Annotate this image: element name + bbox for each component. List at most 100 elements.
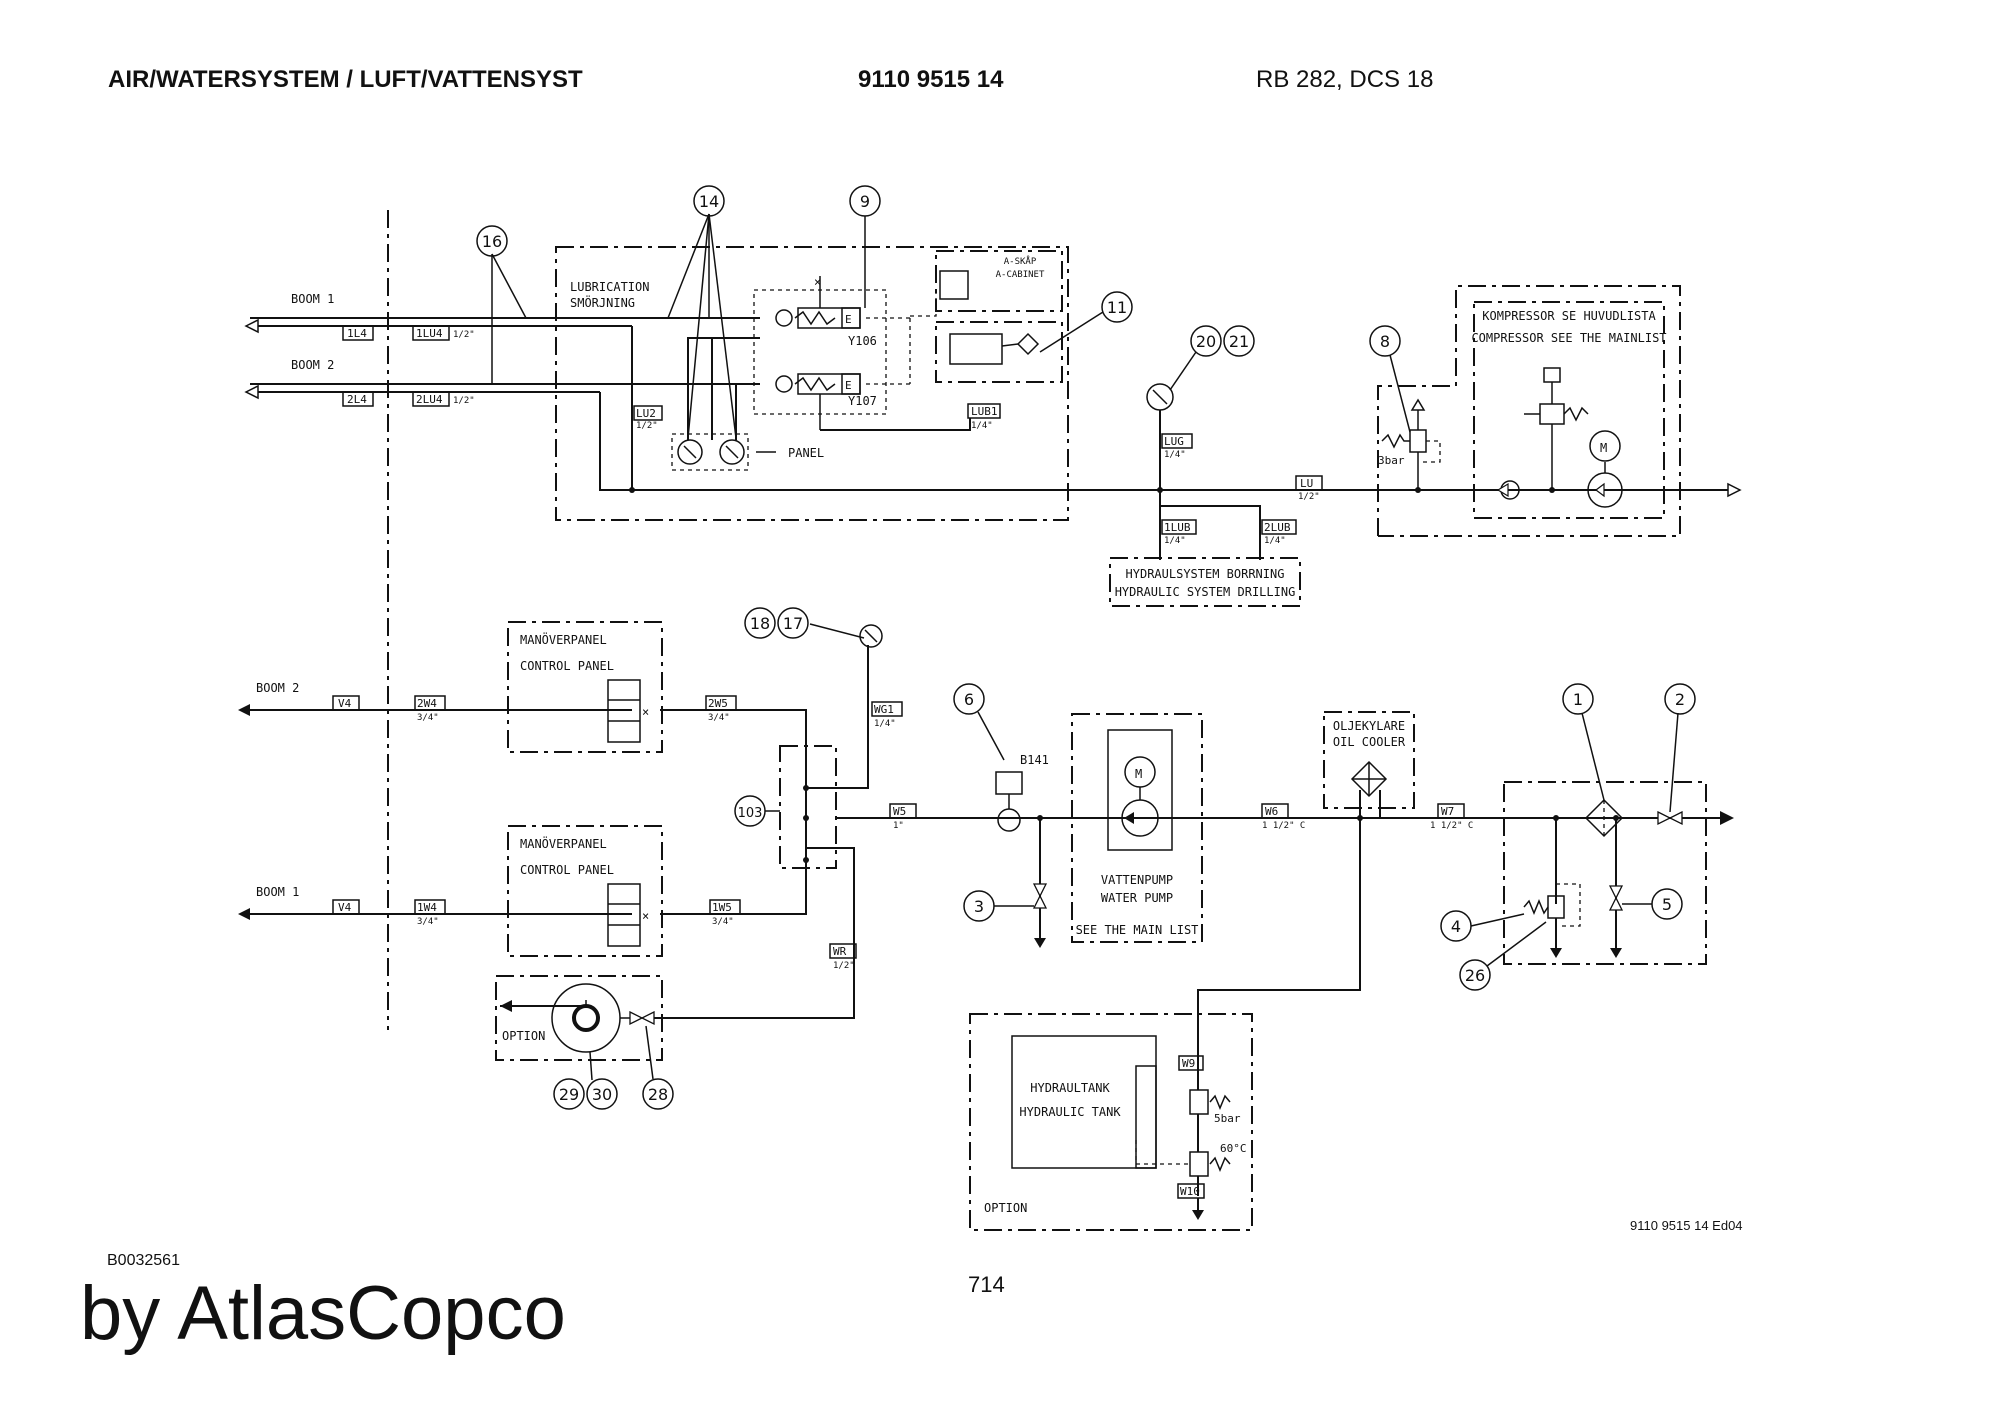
tag-2l4: 2L4 [347, 393, 367, 406]
manifold-103 [779, 745, 837, 869]
y107-label: Y107 [848, 394, 877, 408]
tag-1w5: 1W5 [712, 901, 732, 914]
compressor-outer-box [1377, 285, 1681, 537]
tag-lug: LUG [1164, 435, 1184, 448]
a-cabinet-box [935, 250, 1063, 312]
option-box-hydraulic [969, 1013, 1253, 1231]
svg-text:1/4": 1/4" [1164, 450, 1186, 460]
callout-11: 11 [1107, 298, 1127, 317]
svg-text:A-SKÅP: A-SKÅP [1004, 255, 1037, 267]
valve-y107: E [775, 373, 861, 395]
pressure-switch-icon [939, 270, 969, 300]
svg-text:3/4": 3/4" [417, 917, 439, 927]
callout-14: 14 [699, 192, 719, 211]
thermostat-valve-60c [1189, 1151, 1209, 1177]
svg-text:HYDRAULIC TANK: HYDRAULIC TANK [1019, 1105, 1121, 1119]
svg-text:KOMPRESSOR SE HUVUDLISTA: KOMPRESSOR SE HUVUDLISTA [1482, 309, 1656, 323]
arrow-left-icon [238, 908, 250, 920]
arrow-left-icon [238, 704, 250, 716]
page-title: AIR/WATERSYSTEM / LUFT/VATTENSYST [108, 66, 583, 93]
relief-valve-3bar [1381, 398, 1441, 463]
svg-text:SEE THE MAIN LIST: SEE THE MAIN LIST [1076, 923, 1199, 937]
tag-w6: W6 [1265, 805, 1278, 818]
drain-valve-icon [1032, 894, 1048, 909]
svg-text:×: × [642, 705, 649, 719]
hydraulic-drilling-box [1109, 557, 1301, 607]
tag-lub1: LUB1 [971, 405, 998, 418]
part-number: 9110 9515 14 [858, 66, 1004, 93]
svg-text:1/4": 1/4" [971, 421, 993, 431]
tag-lu2: LU2 [636, 407, 656, 420]
nozzle-icon [551, 983, 621, 1053]
filter-valve-box [1503, 781, 1707, 965]
svg-text:1/2": 1/2" [833, 961, 855, 971]
svg-text:HYDRAULSYSTEM BORRNING: HYDRAULSYSTEM BORRNING [1126, 567, 1285, 581]
svg-text:V4: V4 [338, 901, 352, 914]
callout-4: 4 [1451, 917, 1461, 936]
y106-label: Y106 [848, 334, 877, 348]
arrow-left-icon [244, 384, 259, 400]
callout-17: 17 [783, 614, 803, 633]
svg-text:M: M [1135, 767, 1142, 781]
sensor-b141 [995, 771, 1023, 795]
control-valve-icon [607, 883, 641, 947]
boom2-air-label: BOOM 2 [291, 358, 334, 372]
svg-text:CONTROL PANEL: CONTROL PANEL [520, 863, 614, 877]
size-2lu4: 1/2" [453, 396, 475, 406]
svg-text:CONTROL PANEL: CONTROL PANEL [520, 659, 614, 673]
callout-2: 2 [1675, 690, 1685, 709]
tag-1lub: 1LUB [1164, 521, 1191, 534]
tag-1w4: 1W4 [417, 901, 437, 914]
gauge-icon [719, 439, 745, 465]
svg-text:×: × [642, 909, 649, 923]
model-label: RB 282, DCS 18 [1256, 66, 1434, 93]
callout-3: 3 [974, 897, 984, 916]
tag-2lub: 2LUB [1264, 521, 1291, 534]
drawing-ref: 9110 9515 14 Ed04 [1630, 1218, 1743, 1233]
callout-28: 28 [648, 1085, 668, 1104]
svg-text:WATER PUMP: WATER PUMP [1101, 891, 1173, 905]
callout-9: 9 [860, 192, 870, 211]
compressor-box [1473, 301, 1665, 519]
tag-w9: W9 [1182, 1057, 1195, 1070]
control-panel-boom2 [507, 621, 663, 753]
svg-text:HYDRAULIC SYSTEM DRILLING: HYDRAULIC SYSTEM DRILLING [1115, 585, 1296, 599]
water-pump-box [1071, 713, 1203, 943]
callout-21: 21 [1229, 332, 1249, 351]
size-1lu4: 1/2" [453, 330, 475, 340]
boom1-water-label: BOOM 1 [256, 885, 299, 899]
svg-text:×: × [814, 275, 821, 289]
tag-w10: W10 [1180, 1185, 1200, 1198]
svg-text:OPTION: OPTION [502, 1029, 545, 1043]
tag-1lu4: 1LU4 [416, 327, 443, 340]
callout-16: 16 [482, 232, 502, 251]
svg-text:1/4": 1/4" [874, 719, 896, 729]
svg-text:MANÖVERPANEL: MANÖVERPANEL [520, 631, 607, 647]
valve-y106: E [775, 307, 861, 329]
svg-text:OIL COOLER: OIL COOLER [1333, 735, 1406, 749]
brand-text: by AtlasCopco [80, 1271, 566, 1356]
pressure-valve-5bar [1189, 1089, 1209, 1115]
svg-text:3/4": 3/4" [708, 713, 730, 723]
callout-18: 18 [750, 614, 770, 633]
tag-2w5: 2W5 [708, 697, 728, 710]
flow-sensor-icon [997, 808, 1021, 832]
callouts: 14 16 9 11 20 21 8 18 17 103 6 3 [476, 185, 1696, 1110]
gauge-icon [1146, 383, 1174, 411]
boom2-water-label: BOOM 2 [256, 681, 299, 695]
svg-text:1/2": 1/2" [1298, 492, 1320, 502]
svg-text:E: E [845, 379, 852, 392]
svg-text:1 1/2" C: 1 1/2" C [1262, 821, 1305, 831]
svg-text:VATTENPUMP: VATTENPUMP [1101, 873, 1173, 887]
svg-text:1/4": 1/4" [1164, 536, 1186, 546]
svg-text:3/4": 3/4" [417, 713, 439, 723]
motor-icon [1589, 430, 1621, 462]
tag-w5: W5 [893, 805, 906, 818]
svg-text:3/4": 3/4" [712, 917, 734, 927]
lubrication-label: LUBRICATION [570, 280, 649, 294]
lubricator-box [935, 321, 1063, 383]
callout-20: 20 [1196, 332, 1216, 351]
lubricator-icon [949, 333, 1003, 365]
page-number: 714 [968, 1272, 1005, 1297]
shutoff-valve-icon [1668, 810, 1683, 826]
